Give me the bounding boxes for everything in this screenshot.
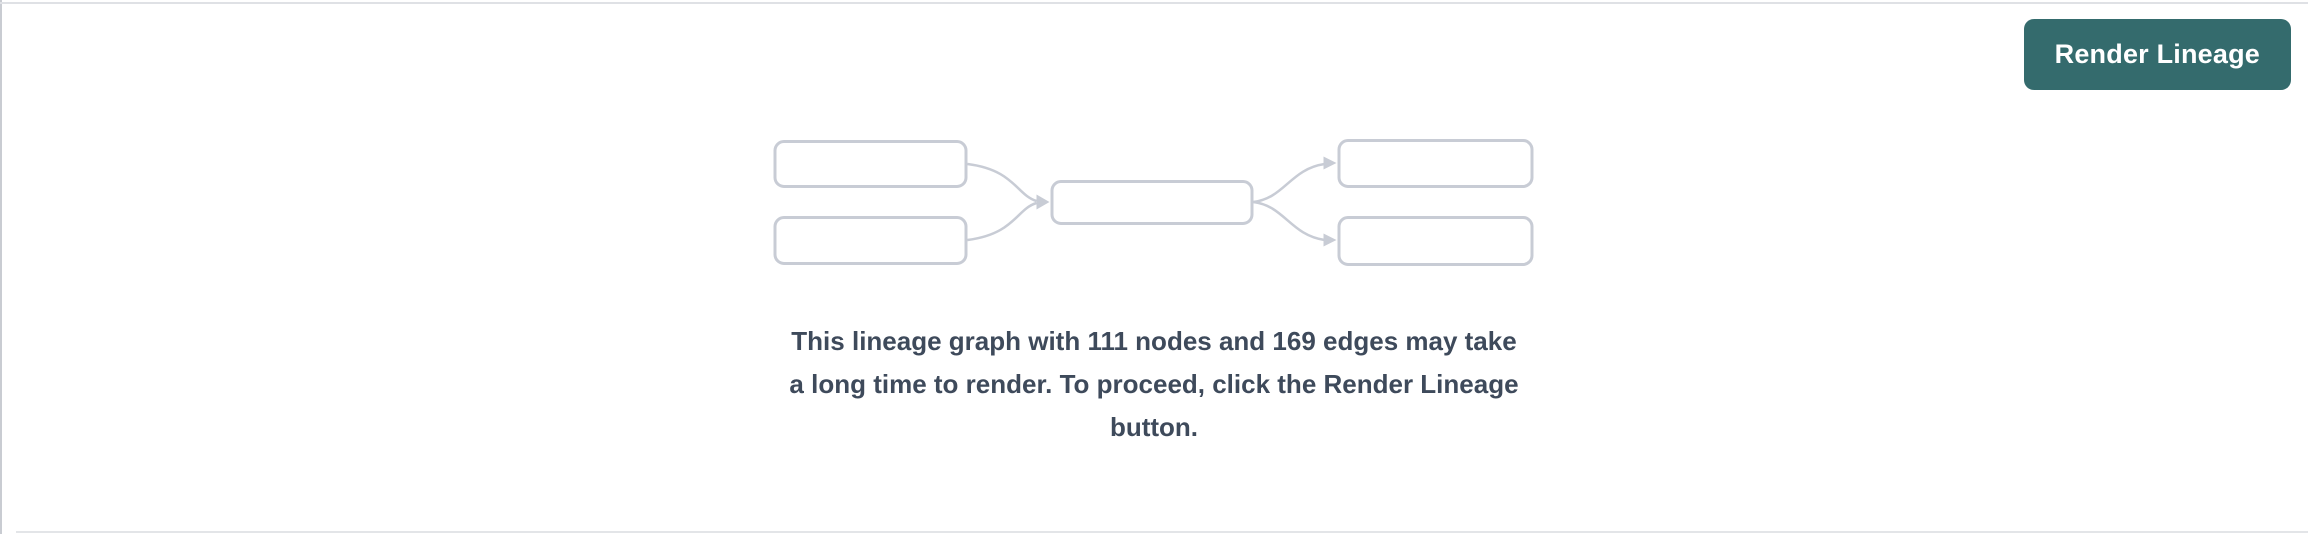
graph-node <box>773 216 968 265</box>
lineage-graph-placeholder-icon <box>773 139 1534 266</box>
graph-edge <box>967 201 1037 242</box>
message-line: button. <box>1109 412 1199 442</box>
arrowhead-icon <box>1036 194 1050 210</box>
arrowhead-icon <box>1323 156 1337 170</box>
panel-top-border <box>0 2 2308 4</box>
graph-edge <box>967 162 1037 203</box>
lineage-placeholder: This lineage graph with 111 nodes and 16… <box>773 139 1536 449</box>
panel-left-border <box>0 0 2 534</box>
message-line: This lineage graph with 111 nodes and 16… <box>791 326 1517 356</box>
graph-node <box>1337 216 1534 266</box>
graph-node <box>1050 180 1254 225</box>
render-lineage-button[interactable]: Render Lineage <box>2023 19 2291 90</box>
graph-node <box>773 140 968 188</box>
graph-node <box>1337 139 1534 188</box>
arrowhead-icon <box>1323 233 1337 247</box>
graph-edge <box>1253 200 1325 242</box>
graph-edge <box>1253 162 1325 204</box>
panel-bottom-border <box>16 531 2308 533</box>
render-warning-message: This lineage graph with 111 nodes and 16… <box>789 320 1518 449</box>
message-line: a long time to render. To proceed, click… <box>789 369 1519 399</box>
